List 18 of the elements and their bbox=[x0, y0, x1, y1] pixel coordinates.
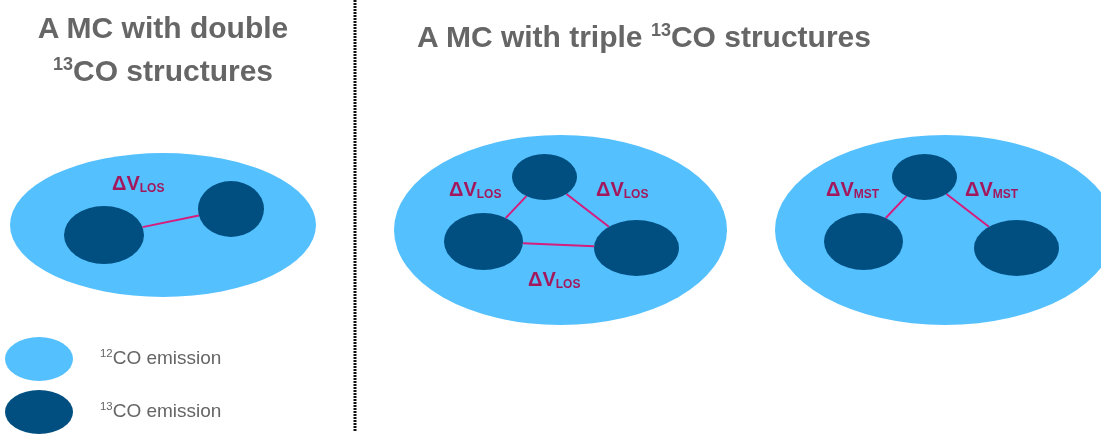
legend-text: $^{12}$CO emission bbox=[100, 347, 222, 369]
edge-label: ΔV$_{LOS}$ bbox=[596, 178, 649, 201]
connector-line bbox=[565, 192, 610, 228]
connector-line bbox=[945, 192, 990, 228]
clump-ellipse bbox=[512, 154, 577, 200]
edge-label: ΔV$_{MST}$ bbox=[826, 178, 880, 201]
connector-line bbox=[521, 242, 596, 248]
legend-text: $^{13}$CO emission bbox=[100, 400, 222, 422]
edge-label: ΔV$_{LOS}$ bbox=[449, 178, 502, 201]
edge-label: ΔV$_{LOS}$ bbox=[112, 172, 165, 195]
clump-ellipse bbox=[892, 154, 957, 200]
panel-heading: A MC with double $^{13}$CO structures bbox=[36, 10, 290, 89]
connector-line bbox=[884, 195, 908, 219]
connector-line bbox=[141, 214, 200, 229]
connector-line bbox=[504, 195, 528, 219]
panel-heading: A MC with triple $^{13}$CO structures bbox=[417, 18, 872, 55]
edge-label: ΔV$_{LOS}$ bbox=[528, 268, 581, 291]
edge-label: ΔV$_{MST}$ bbox=[965, 178, 1019, 201]
